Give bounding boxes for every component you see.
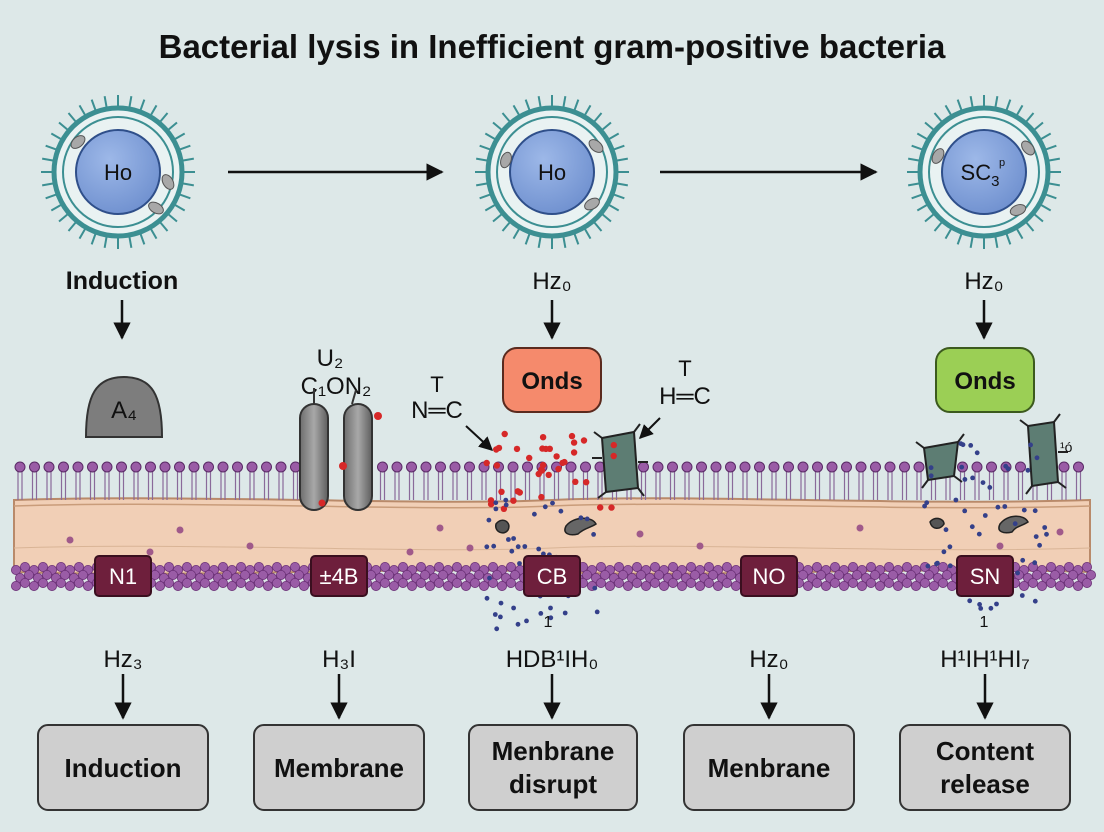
stage-box-membrane: Membrane [253,724,425,811]
channel-label-u2: U₂ [317,345,344,372]
pointer-arrow [639,417,661,439]
pore-protein [1019,413,1068,495]
marker-tick-label: 1 [980,614,989,631]
svg-text:CB: CB [537,564,568,589]
cell-label: SC3 [961,160,1000,190]
membrane-fragment [495,519,510,534]
cell-membrane [13,497,1091,575]
tc-label-top: T [430,372,443,397]
cell-label-sup: p [999,157,1005,169]
stage-box-menbrane-disrupt: Menbrane disrupt [468,724,638,811]
lipid-bilayer [14,461,1084,500]
cell-nucleus [941,129,1027,215]
bottom-label: Hz₀ [749,646,788,673]
onds-box-red: Onds [502,347,602,413]
svg-text:disrupt: disrupt [509,769,597,799]
membrane-fragment [929,517,945,529]
marker-tick-label: 1 [544,614,553,631]
stage-box-induction: Induction [37,724,209,811]
bottom-label: HDB¹IH₀ [506,646,599,673]
cell-nucleus [509,129,595,215]
svg-text:Menbrane: Menbrane [492,736,615,766]
membrane-marker: SN [956,555,1014,597]
hz-label: Hz₀ [532,268,571,295]
svg-text:Induction: Induction [65,753,182,783]
hz-label: Hz₀ [964,268,1003,295]
svg-text:SN: SN [970,564,1001,589]
cell-label: Ho [104,160,132,185]
induction-label: Induction [66,267,178,295]
bottom-label: H₃I [322,646,356,673]
bottom-label: Hz₃ [103,646,142,673]
tc-label-bottom: H═C [659,383,711,410]
svg-text:Membrane: Membrane [274,753,404,783]
bottom-label: H¹IH¹HI₇ [940,646,1030,673]
membrane-marker: NO [740,555,798,597]
membrane-marker: ±4B [310,555,368,597]
membrane-marker: CB [523,555,581,597]
svg-text:Onds: Onds [521,368,582,395]
svg-text:Onds: Onds [954,368,1015,395]
svg-text:Content: Content [936,736,1035,766]
svg-text:±4B: ±4B [320,564,359,589]
cell-1: Ho [41,95,195,249]
svg-text:release: release [940,769,1030,799]
cell-nucleus [75,129,161,215]
pore-protein [592,423,648,499]
stage-box-menbrane: Menbrane [683,724,855,811]
membrane-marker: N1 [94,555,152,597]
channel-label-c1on2: C₁ON₂ [301,373,372,400]
svg-text:Menbrane: Menbrane [708,753,831,783]
tc-label-bottom: N═C [411,397,463,424]
channel-protein [299,388,382,511]
svg-text:N1: N1 [109,564,137,589]
svg-text:A₄: A₄ [111,397,137,424]
side-label: ¹ó [1060,439,1073,455]
stage-box-content-release: Content release [899,724,1071,811]
pore-protein [915,433,965,489]
cell-3: SC3 p [907,95,1061,249]
onds-box-green: Onds [935,347,1035,413]
protein-blob: A₄ [84,375,164,438]
pointer-arrow [465,425,494,451]
page-title: Bacterial lysis in Inefficient gram-posi… [159,28,946,65]
tc-label-top: T [678,356,691,381]
svg-text:NO: NO [753,564,786,589]
cell-label: Ho [538,160,566,185]
cell-2: Ho [475,95,629,249]
